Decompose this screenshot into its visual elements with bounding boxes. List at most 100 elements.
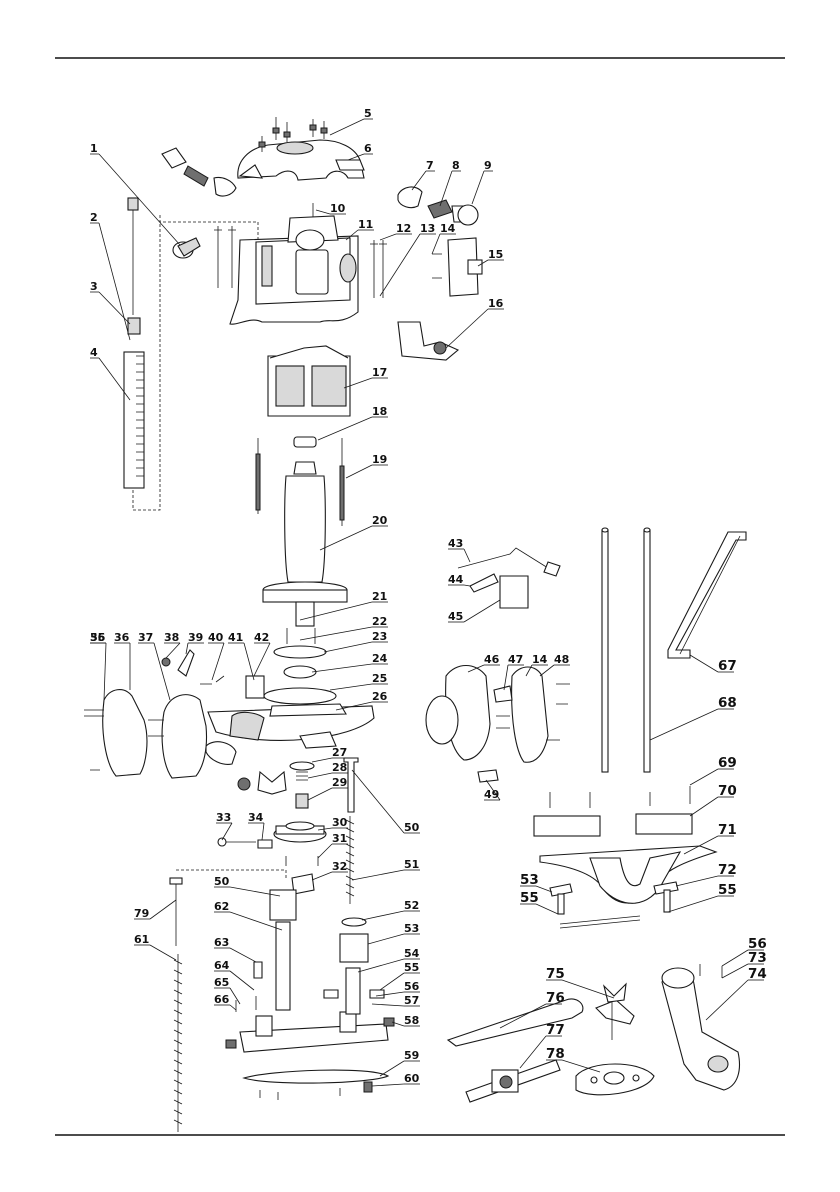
depth-rod-part xyxy=(124,198,144,488)
callout-label: 67 xyxy=(718,658,737,674)
callout-leader-line xyxy=(318,417,372,440)
callout-label: 61 xyxy=(134,933,149,946)
washer-part xyxy=(290,762,314,770)
callout-label: 46 xyxy=(484,653,500,666)
switch-bracket-part xyxy=(398,322,458,360)
callout-label: 54 xyxy=(404,947,420,960)
callout-label: 17 xyxy=(372,366,387,379)
lever-part xyxy=(258,840,272,848)
callout-label: 31 xyxy=(332,832,347,845)
callout-label: 15 xyxy=(488,248,503,261)
callout-label: 36 xyxy=(114,631,130,644)
callout-label: 22 xyxy=(372,615,387,628)
callout-leader-line xyxy=(330,684,372,690)
callout-leader-line xyxy=(668,896,718,912)
callout-label: 48 xyxy=(554,653,569,666)
callout-label: 55 xyxy=(520,890,539,906)
callout-label: 1 xyxy=(90,142,98,155)
callout-leader-line xyxy=(230,971,254,990)
callout-leader-line xyxy=(362,911,404,920)
top-cover-part xyxy=(238,140,364,180)
callout-leader-line xyxy=(368,934,404,944)
callout-label: 14 xyxy=(440,222,456,235)
callout-label: 34 xyxy=(248,811,264,824)
callout-leader-line xyxy=(150,900,176,919)
callout-label: 60 xyxy=(404,1072,420,1085)
callout-label: 65 xyxy=(214,976,229,989)
callout-label: 28 xyxy=(332,761,347,774)
callout-leader-line xyxy=(312,872,332,880)
bearing-lower-part xyxy=(284,666,316,678)
callout-leader-line xyxy=(372,1004,404,1006)
brush-caps-right xyxy=(398,187,478,225)
motor-housing-part xyxy=(230,216,358,324)
callout-label: 21 xyxy=(372,590,387,603)
callout-leader-line xyxy=(412,171,426,190)
callout-label: 19 xyxy=(372,453,387,466)
callout-label: 63 xyxy=(214,936,229,949)
callout-leader-line xyxy=(650,709,718,740)
base-plate-part xyxy=(240,968,388,1083)
handle-right-part xyxy=(426,666,570,763)
base-body-part xyxy=(208,704,374,748)
clip-part xyxy=(206,742,236,765)
callout-leader-line xyxy=(536,904,558,914)
callout-label: 52 xyxy=(404,899,419,912)
callout-label: 56 xyxy=(90,631,106,644)
callout-label: 55 xyxy=(404,961,419,974)
callout-label: 12 xyxy=(396,222,411,235)
clamp-collar-part xyxy=(274,822,326,842)
callout-label: 3 xyxy=(90,280,98,293)
callout-leader-line xyxy=(540,665,554,676)
callout-label: 25 xyxy=(372,672,387,685)
callout-leader-line xyxy=(230,988,240,1004)
callout-label: 23 xyxy=(372,630,387,643)
callout-label: 53 xyxy=(404,922,419,935)
callout-leader-line xyxy=(464,600,500,622)
callout-leader-line xyxy=(222,823,232,840)
callout-label: 68 xyxy=(718,695,737,711)
callout-leader-line xyxy=(330,119,364,135)
callout-leader-line xyxy=(690,769,718,785)
callout-label: 43 xyxy=(448,537,463,550)
callout-label: 18 xyxy=(372,405,387,418)
callout-label: 62 xyxy=(214,900,229,913)
parallel-guide-part xyxy=(668,532,746,658)
callout-label: 11 xyxy=(358,218,373,231)
callout-leader-line xyxy=(472,171,484,204)
callout-label: 27 xyxy=(332,746,347,759)
callout-leader-line xyxy=(352,770,404,833)
plate-screws xyxy=(287,628,315,644)
callout-leader-line xyxy=(262,823,264,840)
callout-label: 8 xyxy=(452,159,460,172)
callout-label: 47 xyxy=(508,653,523,666)
callout-label: 44 xyxy=(448,573,464,586)
callout-leader-line xyxy=(316,210,330,214)
callout-label: 40 xyxy=(208,631,224,644)
centering-pin-part xyxy=(596,984,634,1040)
callout-label: 37 xyxy=(138,631,153,644)
callout-leader-line xyxy=(308,773,332,778)
callout-leader-line xyxy=(520,1036,546,1068)
bushing-part xyxy=(340,934,368,962)
callout-leader-line xyxy=(722,950,748,966)
guide-tube-part xyxy=(276,922,290,1010)
clip-right-part xyxy=(478,770,498,782)
callout-label: 76 xyxy=(546,990,565,1006)
power-cable-part xyxy=(458,548,560,608)
stator-part xyxy=(268,346,350,416)
callout-label: 10 xyxy=(330,202,346,215)
callout-label: 64 xyxy=(214,959,230,972)
callout-label: 74 xyxy=(748,966,767,982)
callout-leader-line xyxy=(464,585,470,586)
callout-leader-line xyxy=(308,788,332,800)
callout-leader-line xyxy=(104,643,106,700)
callout-leader-line xyxy=(212,643,224,680)
shim-part xyxy=(246,676,264,698)
callout-label: 56 xyxy=(404,980,420,993)
callout-leader-line xyxy=(244,643,254,680)
connector-dashes xyxy=(160,215,258,240)
callout-label: 7 xyxy=(426,159,434,172)
callout-leader-line xyxy=(324,642,372,652)
